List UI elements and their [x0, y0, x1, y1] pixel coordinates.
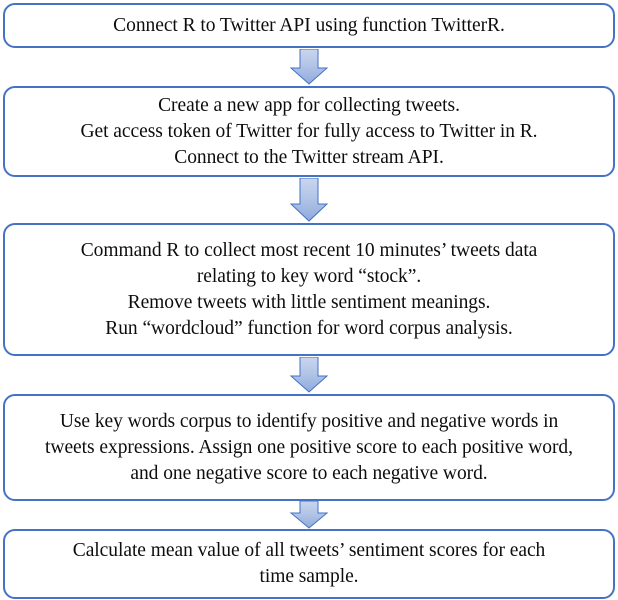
flow-step-4-line-3: and one negative score to each negative …	[130, 462, 488, 484]
flow-step-3-line-2: relating to key word “stock”.	[196, 265, 422, 287]
flow-step-box-3[interactable]: Command R to collect most recent 10 minu…	[3, 223, 615, 356]
down-arrow-icon	[289, 501, 329, 529]
flow-step-3-line-3: Remove tweets with little sentiment mean…	[127, 291, 491, 313]
flow-step-box-2[interactable]: Create a new app for collecting tweets. …	[3, 86, 615, 177]
down-arrow-icon	[289, 357, 329, 393]
flow-step-5-line-1: Calculate mean value of all tweets’ sent…	[72, 540, 546, 561]
flow-connector-1	[0, 48, 618, 86]
flow-step-3-line-1: Command R to collect most recent 10 minu…	[80, 239, 538, 261]
down-arrow-icon	[289, 49, 329, 85]
flow-step-1-line-1: Connect R to Twitter API using function …	[113, 14, 505, 36]
flow-step-box-4[interactable]: Use key words corpus to identify positiv…	[3, 394, 615, 501]
flow-connector-3	[0, 356, 618, 394]
flow-step-2-line-1: Create a new app for collecting tweets.	[158, 94, 460, 116]
flow-step-4-line-2: tweets expressions. Assign one positive …	[45, 436, 573, 458]
flow-step-3-line-4: Run “wordcloud” function for word corpus…	[105, 317, 513, 339]
flow-connector-2	[0, 177, 618, 223]
flow-step-box-1[interactable]: Connect R to Twitter API using function …	[3, 3, 615, 48]
flow-step-4-line-1: Use key words corpus to identify positiv…	[59, 410, 559, 432]
flow-step-2-line-2: Get access token of Twitter for fully ac…	[80, 120, 538, 142]
down-arrow-icon	[289, 178, 329, 222]
flow-connector-4	[0, 501, 618, 529]
flow-step-box-5[interactable]: Calculate mean value of all tweets’ sent…	[3, 529, 615, 599]
flow-step-5-line-2: time sample.	[259, 566, 359, 587]
flow-step-2-line-3: Connect to the Twitter stream API.	[174, 146, 444, 168]
